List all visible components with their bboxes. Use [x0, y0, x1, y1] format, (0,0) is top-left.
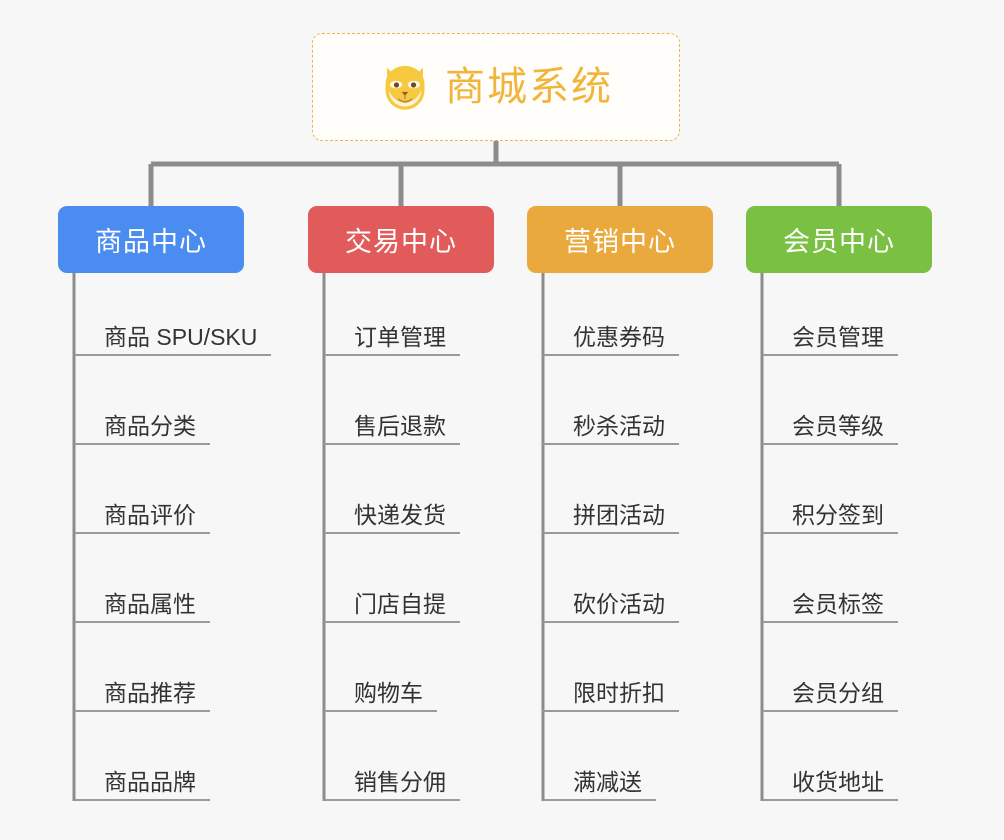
leaf-label: 快递发货: [354, 502, 446, 528]
leaf-item[interactable]: 订单管理: [324, 314, 460, 356]
branch-node[interactable]: 会员中心: [746, 206, 932, 273]
leaf-label: 商品分类: [104, 413, 196, 439]
leaf-label: 会员等级: [792, 413, 884, 439]
leaf-label: 商品评价: [104, 502, 196, 528]
leaf-label: 砍价活动: [573, 591, 665, 617]
leaf-item[interactable]: 会员管理: [762, 314, 898, 356]
leaf-item[interactable]: 商品分类: [74, 403, 210, 445]
leaf-label: 商品 SPU/SKU: [104, 324, 258, 350]
leaf-label: 售后退款: [354, 413, 446, 439]
leaf-label: 订单管理: [354, 324, 446, 350]
leaf-item[interactable]: 商品 SPU/SKU: [74, 314, 272, 356]
leaf-label: 秒杀活动: [573, 413, 665, 439]
leaf-label: 积分签到: [792, 502, 884, 528]
shiba-dog-face-icon: [385, 65, 425, 110]
leaf-item[interactable]: 拼团活动: [543, 492, 679, 534]
leaf-item[interactable]: 会员标签: [762, 581, 898, 623]
leaf-item[interactable]: 快递发货: [324, 492, 460, 534]
leaf-item[interactable]: 满减送: [543, 759, 656, 801]
leaf-label: 商品属性: [104, 591, 196, 617]
leaf-item[interactable]: 商品推荐: [74, 670, 210, 712]
leaf-item[interactable]: 商品评价: [74, 492, 210, 534]
leaf-item[interactable]: 优惠券码: [543, 314, 679, 356]
leaf-label: 会员标签: [792, 591, 884, 617]
leaf-label: 会员分组: [792, 680, 884, 706]
leaf-label: 购物车: [354, 680, 423, 706]
leaf-label: 门店自提: [354, 591, 446, 617]
leaf-label: 拼团活动: [573, 502, 665, 528]
leaf-label: 限时折扣: [573, 680, 665, 706]
leaf-item[interactable]: 销售分佣: [324, 759, 460, 801]
leaf-item[interactable]: 秒杀活动: [543, 403, 679, 445]
leaf-label: 满减送: [573, 769, 642, 795]
leaf-label: 商品推荐: [104, 680, 196, 706]
branch-node[interactable]: 商品中心: [58, 206, 244, 273]
branch-label: 营销中心: [564, 227, 676, 257]
branch-node[interactable]: 交易中心: [308, 206, 494, 273]
branch-node[interactable]: 营销中心: [527, 206, 713, 273]
leaf-label: 优惠券码: [573, 324, 665, 350]
branch-label: 交易中心: [345, 227, 457, 257]
leaf-item[interactable]: 商品属性: [74, 581, 210, 623]
leaf-label: 收货地址: [792, 769, 884, 795]
leaf-item[interactable]: 商品品牌: [74, 759, 210, 801]
leaf-item[interactable]: 会员等级: [762, 403, 898, 445]
leaf-item[interactable]: 购物车: [324, 670, 437, 712]
leaf-label: 商品品牌: [104, 769, 196, 795]
leaf-item[interactable]: 限时折扣: [543, 670, 679, 712]
leaf-label: 会员管理: [792, 324, 884, 350]
root-node[interactable]: 商城系统: [312, 33, 680, 141]
root-title: 商城系统: [445, 65, 613, 109]
leaf-item[interactable]: 会员分组: [762, 670, 898, 712]
leaf-item[interactable]: 砍价活动: [543, 581, 679, 623]
leaf-label: 销售分佣: [354, 769, 446, 795]
leaf-item[interactable]: 售后退款: [324, 403, 460, 445]
leaf-item[interactable]: 收货地址: [762, 759, 898, 801]
leaf-item[interactable]: 门店自提: [324, 581, 460, 623]
branch-label: 会员中心: [783, 227, 895, 257]
leaf-item[interactable]: 积分签到: [762, 492, 898, 534]
branch-label: 商品中心: [95, 227, 207, 257]
